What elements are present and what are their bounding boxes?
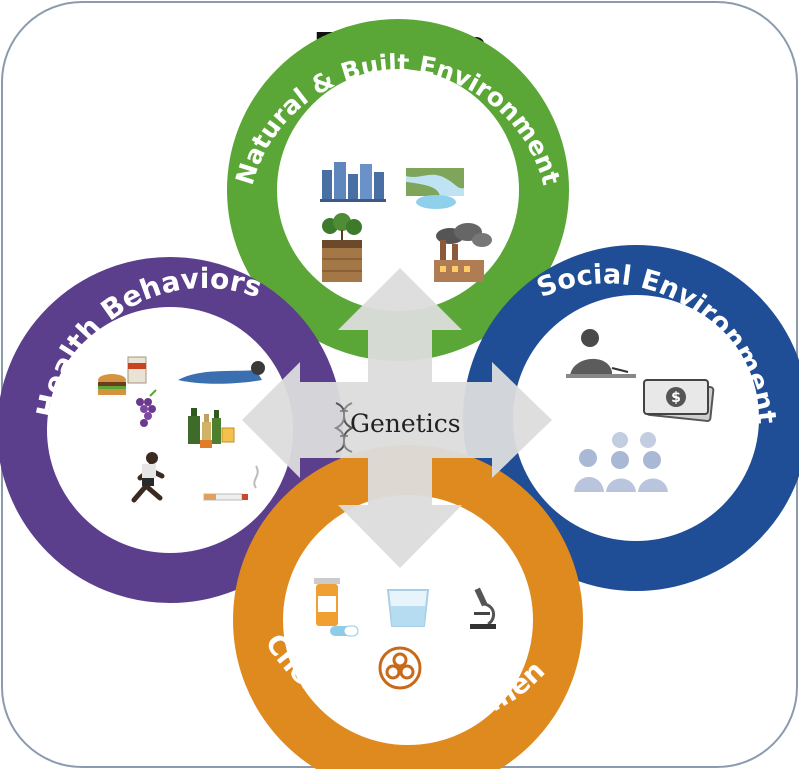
beaker-icon [386, 589, 430, 627]
wine-grapes-icon [136, 389, 157, 427]
dollar-icon: $ [671, 390, 681, 406]
runner-icon [131, 452, 165, 503]
microscope-icon [470, 587, 496, 629]
genetics-center: Genetics [333, 402, 461, 453]
river-landscape-icon [406, 168, 464, 209]
people-group-icon [574, 432, 668, 492]
biohazard-icon [378, 646, 422, 690]
fast-food-icon [98, 356, 147, 395]
genetics-label: Genetics [350, 409, 461, 438]
factory-pollution-icon [434, 223, 492, 282]
city-buildings-icon [320, 162, 386, 202]
cigarette-icon [203, 465, 259, 501]
sleeping-person-icon [178, 361, 265, 384]
four-way-arrow-icon [242, 268, 552, 568]
dna-icon [333, 402, 355, 453]
money-bill-icon: $ [643, 379, 715, 422]
person-writing-icon [566, 329, 636, 378]
soil-trees-icon [322, 213, 362, 282]
pill-bottle-icon [314, 578, 359, 637]
alcohol-bottles-icon [188, 408, 235, 448]
